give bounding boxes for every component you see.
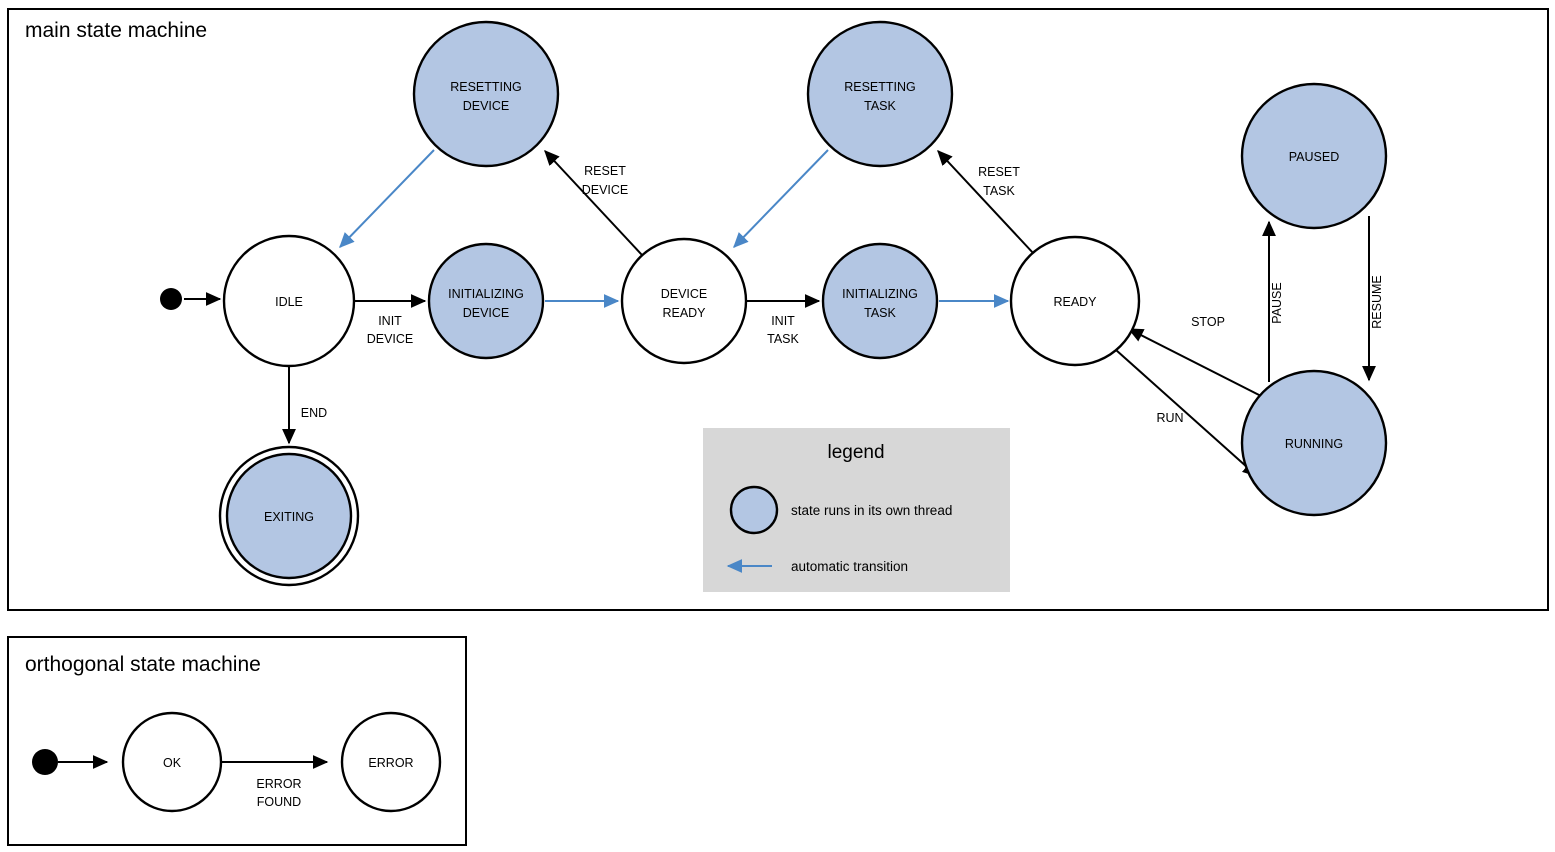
transition-ready-resetting-task <box>937 150 1035 255</box>
main-transitions-layer: INIT DEVICE END RESET DEVICE INIT TASK R… <box>184 149 1384 477</box>
state-error-label: ERROR <box>368 756 413 770</box>
state-initializing-device-label-line1: INITIALIZING <box>448 287 524 301</box>
transition-label-pause: PAUSE <box>1270 282 1284 323</box>
state-resetting-task-label-line2: TASK <box>864 99 896 113</box>
state-initializing-task[interactable]: INITIALIZING TASK <box>821 242 939 360</box>
orthogonal-states-layer: OK ERROR <box>32 711 442 813</box>
transition-resetting-task-device-ready <box>733 149 829 248</box>
state-initializing-task-circle[interactable] <box>821 242 939 360</box>
state-ok-label: OK <box>163 756 182 770</box>
state-ready-circle[interactable] <box>1009 235 1141 367</box>
state-idle[interactable]: IDLE <box>222 234 356 368</box>
state-resetting-device-label-line1: RESETTING <box>450 80 522 94</box>
state-running[interactable]: RUNNING <box>1240 369 1388 517</box>
state-initializing-device-label-line2: DEVICE <box>463 306 510 320</box>
main-frame-title: main state machine <box>25 19 207 42</box>
legend-item-automatic-transition-label: automatic transition <box>791 559 908 574</box>
transition-label-error-found-line2: FOUND <box>257 795 301 809</box>
state-resetting-task-label-line1: RESETTING <box>844 80 916 94</box>
state-exiting[interactable]: EXITING <box>218 445 360 587</box>
state-resetting-task-circle[interactable] <box>806 20 954 168</box>
transition-device-ready-resetting-device <box>544 150 643 256</box>
orthogonal-initial-state-marker <box>32 749 58 775</box>
transition-ready-running <box>1115 349 1258 477</box>
state-initializing-task-label-line1: INITIALIZING <box>842 287 918 301</box>
transition-label-end: END <box>301 406 327 420</box>
initial-state-marker <box>160 288 182 310</box>
state-exiting-circle[interactable] <box>225 452 353 580</box>
transition-running-ready <box>1127 328 1264 398</box>
state-ready-label: READY <box>1053 295 1097 309</box>
transition-label-init-device-line2: DEVICE <box>367 332 414 346</box>
state-resetting-device-circle[interactable] <box>412 20 560 168</box>
transition-resetting-device-idle <box>339 149 435 248</box>
transition-label-run: RUN <box>1156 411 1183 425</box>
transition-label-init-task-line1: INIT <box>771 314 795 328</box>
transition-label-init-device-line1: INIT <box>378 314 402 328</box>
state-ok-circle[interactable] <box>121 711 223 813</box>
state-ready[interactable]: READY <box>1009 235 1141 367</box>
state-resetting-task[interactable]: RESETTING TASK <box>806 20 954 168</box>
state-resetting-device[interactable]: RESETTING DEVICE <box>412 20 560 168</box>
state-running-label: RUNNING <box>1285 437 1343 451</box>
state-initializing-device-circle[interactable] <box>427 242 545 360</box>
transition-label-error-found-line1: ERROR <box>256 777 301 791</box>
orthogonal-frame-title: orthogonal state machine <box>25 653 261 676</box>
state-ok[interactable]: OK <box>121 711 223 813</box>
legend-item-thread-state-label: state runs in its own thread <box>791 503 952 518</box>
state-paused-label: PAUSED <box>1289 150 1339 164</box>
state-error-circle[interactable] <box>340 711 442 813</box>
orthogonal-transitions-layer: ERROR FOUND <box>58 755 329 809</box>
legend: legend state runs in its own thread auto… <box>703 428 1010 592</box>
transition-label-stop: STOP <box>1191 315 1225 329</box>
state-device-ready-label-line2: READY <box>662 306 706 320</box>
state-paused[interactable]: PAUSED <box>1240 82 1388 230</box>
state-idle-circle[interactable] <box>222 234 356 368</box>
transition-label-init-task-line2: TASK <box>767 332 799 346</box>
legend-title: legend <box>827 442 884 463</box>
state-idle-label: IDLE <box>275 295 303 309</box>
state-paused-circle[interactable] <box>1240 82 1388 230</box>
state-error[interactable]: ERROR <box>340 711 442 813</box>
transition-label-reset-task-line2: TASK <box>983 184 1015 198</box>
state-initializing-task-label-line2: TASK <box>864 306 896 320</box>
state-resetting-device-label-line2: DEVICE <box>463 99 510 113</box>
main-states-layer: IDLE RESETTING DEVICE INITIALIZING DEVIC… <box>160 20 1388 587</box>
state-device-ready[interactable]: DEVICE READY <box>620 237 748 365</box>
transition-label-reset-device-line1: RESET <box>584 164 626 178</box>
state-running-circle[interactable] <box>1240 369 1388 517</box>
transition-label-resume: RESUME <box>1370 275 1384 328</box>
transition-label-reset-device-line2: DEVICE <box>582 183 629 197</box>
transition-label-reset-task-line1: RESET <box>978 165 1020 179</box>
state-initializing-device[interactable]: INITIALIZING DEVICE <box>427 242 545 360</box>
state-device-ready-label-line1: DEVICE <box>661 287 708 301</box>
state-exiting-label: EXITING <box>264 510 314 524</box>
legend-thread-state-swatch <box>729 485 779 535</box>
state-device-ready-circle[interactable] <box>620 237 748 365</box>
